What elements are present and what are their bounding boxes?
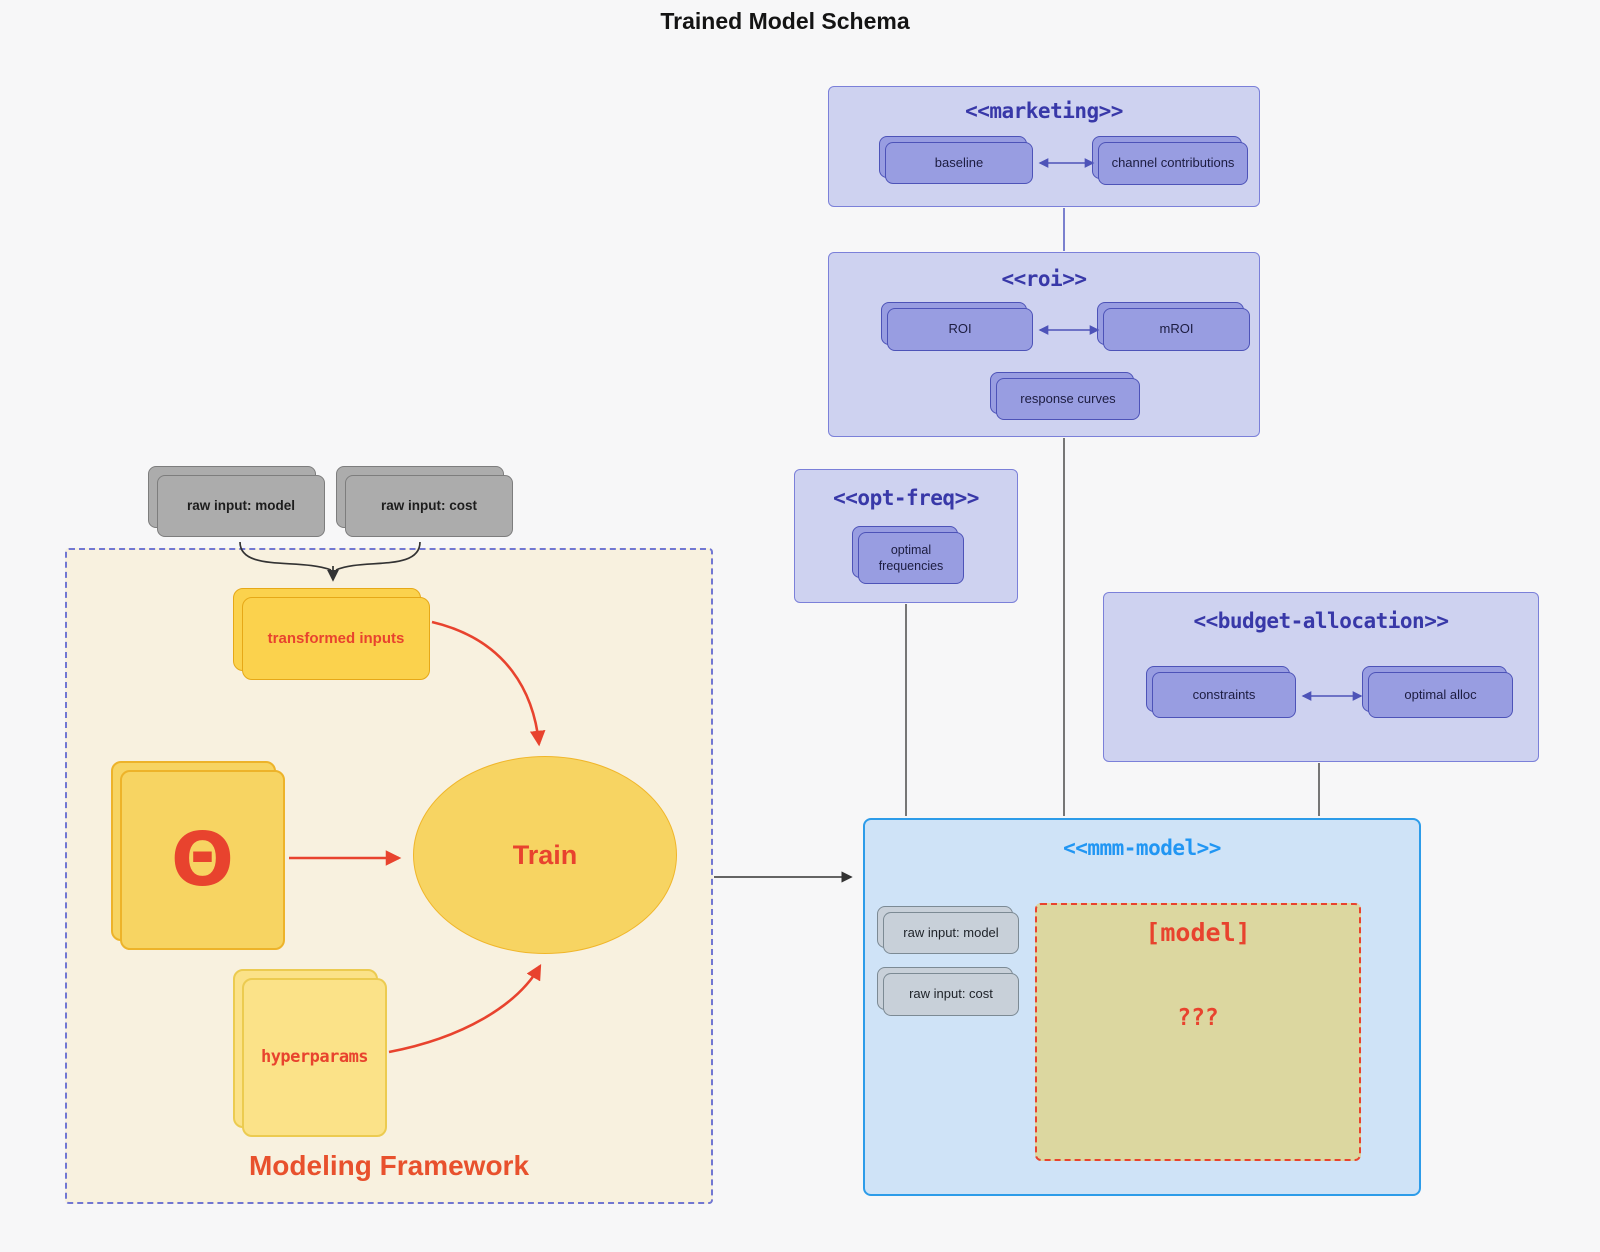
node-optimal-frequencies-label: optimal frequencies <box>878 542 944 573</box>
page-title: Trained Model Schema <box>660 8 910 34</box>
node-train: Train <box>413 756 677 954</box>
node-theta-label: Θ <box>171 816 234 903</box>
node-roi: ROI <box>881 302 1033 351</box>
node-channel-contributions-label: channel contributions <box>1111 155 1235 171</box>
node-mroi-label: mROI <box>1159 321 1194 337</box>
node-raw-input-cost: raw input: cost <box>336 466 513 537</box>
node-mmm-raw-input-model-label: raw input: model <box>903 924 999 940</box>
node-train-label: Train <box>512 839 578 870</box>
node-optimal-alloc: optimal alloc <box>1362 666 1513 718</box>
node-hyperparams: hyperparams <box>233 969 387 1137</box>
node-mroi: mROI <box>1097 302 1250 351</box>
node-theta: Θ <box>111 761 285 950</box>
group-budget-allocation-stereotype: <<budget-allocation>> <box>1193 609 1449 633</box>
node-hyperparams-label: hyperparams <box>260 1047 369 1068</box>
node-constraints-label: constraints <box>1192 686 1256 702</box>
node-response-curves-label: response curves <box>1020 390 1116 406</box>
node-mmm-raw-input-cost-label: raw input: cost <box>909 986 993 1002</box>
model-unknown-label: ??? <box>1177 1005 1219 1031</box>
model-placeholder-label: [model] <box>1145 918 1251 947</box>
node-mmm-raw-input-cost: raw input: cost <box>877 967 1019 1016</box>
node-raw-input-model: raw input: model <box>148 466 325 537</box>
group-roi-stereotype: <<roi>> <box>1001 267 1087 291</box>
node-baseline-label: baseline <box>934 154 984 170</box>
node-channel-contributions: channel contributions <box>1092 136 1248 185</box>
node-transformed-inputs-label: transformed inputs <box>267 629 405 647</box>
node-response-curves: response curves <box>990 372 1140 420</box>
group-opt-freq-stereotype: <<opt-freq>> <box>833 486 979 510</box>
node-transformed-inputs: transformed inputs <box>233 588 430 680</box>
node-raw-input-cost-label: raw input: cost <box>380 498 477 514</box>
node-constraints: constraints <box>1146 666 1296 718</box>
node-raw-input-model-label: raw input: model <box>187 498 295 514</box>
group-mmm-model-stereotype: <<mmm-model>> <box>1063 836 1221 860</box>
node-roi-label: ROI <box>948 321 972 337</box>
modeling-framework-label: Modeling Framework <box>248 1150 530 1181</box>
node-model-placeholder: [model] ??? <box>1035 903 1361 1161</box>
group-marketing-stereotype: <<marketing>> <box>965 99 1123 123</box>
node-baseline: baseline <box>879 136 1033 184</box>
node-optimal-alloc-label: optimal alloc <box>1404 686 1477 702</box>
node-mmm-raw-input-model: raw input: model <box>877 906 1019 954</box>
node-optimal-frequencies: optimal frequencies <box>852 526 964 584</box>
